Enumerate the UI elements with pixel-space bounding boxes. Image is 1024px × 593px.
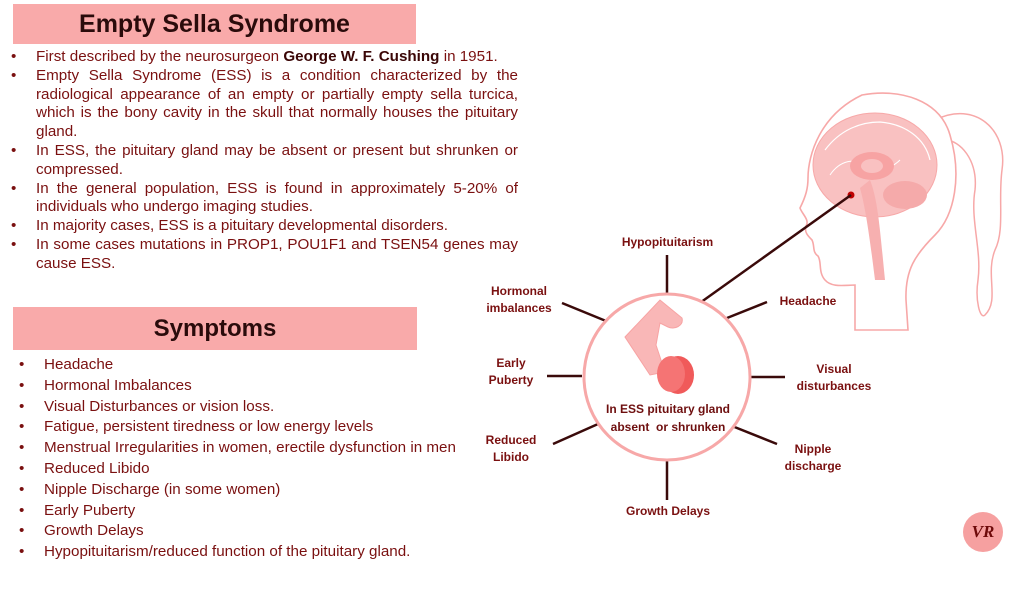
symptom-item: Visual Disturbances or vision loss. bbox=[10, 397, 500, 418]
intro-bullet: In ESS, the pituitary gland may be absen… bbox=[2, 142, 518, 179]
symptoms-heading: Symptoms bbox=[13, 307, 417, 350]
label-headache: Headache bbox=[779, 294, 837, 308]
symptom-item: Growth Delays bbox=[10, 521, 500, 542]
symptom-item: Hormonal Imbalances bbox=[10, 376, 500, 397]
intro-bullet: First described by the neurosurgeon Geor… bbox=[2, 48, 518, 67]
cushing-name: George W. F. Cushing bbox=[283, 48, 440, 65]
intro-bullet: Empty Sella Syndrome (ESS) is a conditio… bbox=[2, 67, 518, 141]
label-growth-delays: Growth Delays bbox=[625, 504, 711, 518]
spoke-reduced-libido bbox=[552, 422, 599, 446]
connector-line bbox=[675, 193, 852, 322]
diagram-spokes bbox=[547, 255, 785, 500]
spoke-headache bbox=[726, 300, 768, 320]
intro-bullet-list: First described by the neurosurgeon Geor… bbox=[2, 48, 518, 274]
symptom-item: Early Puberty bbox=[10, 501, 500, 522]
intro-bullet: In the general population, ESS is found … bbox=[2, 180, 518, 217]
symptom-item: Headache bbox=[10, 355, 500, 376]
vr-logo: VR bbox=[963, 512, 1003, 552]
label-hypopituitarism: Hypopituitarism bbox=[621, 235, 714, 249]
spoke-hormonal bbox=[561, 301, 607, 323]
symptom-item: Hypopituitarism/reduced function of the … bbox=[10, 542, 500, 563]
symptom-item: Fatigue, persistent tiredness or low ene… bbox=[10, 417, 500, 438]
intro-bullet: In majority cases, ESS is a pituitary de… bbox=[2, 217, 518, 236]
spoke-nipple bbox=[731, 424, 778, 446]
symptoms-list: Headache Hormonal Imbalances Visual Dist… bbox=[10, 355, 500, 563]
head-brain-illustration bbox=[799, 92, 1004, 331]
center-caption: In ESS pituitary gland absent or shrunke… bbox=[605, 402, 730, 434]
symptom-item: Reduced Libido bbox=[10, 459, 500, 480]
page-title: Empty Sella Syndrome bbox=[13, 4, 416, 44]
intro-bullet: In some cases mutations in PROP1, POU1F1… bbox=[2, 236, 518, 273]
pituitary-gland-icon bbox=[624, 299, 694, 394]
symptom-item: Menstrual Irregularities in women, erect… bbox=[10, 438, 500, 459]
symptom-item: Nipple Discharge (in some women) bbox=[10, 480, 500, 501]
